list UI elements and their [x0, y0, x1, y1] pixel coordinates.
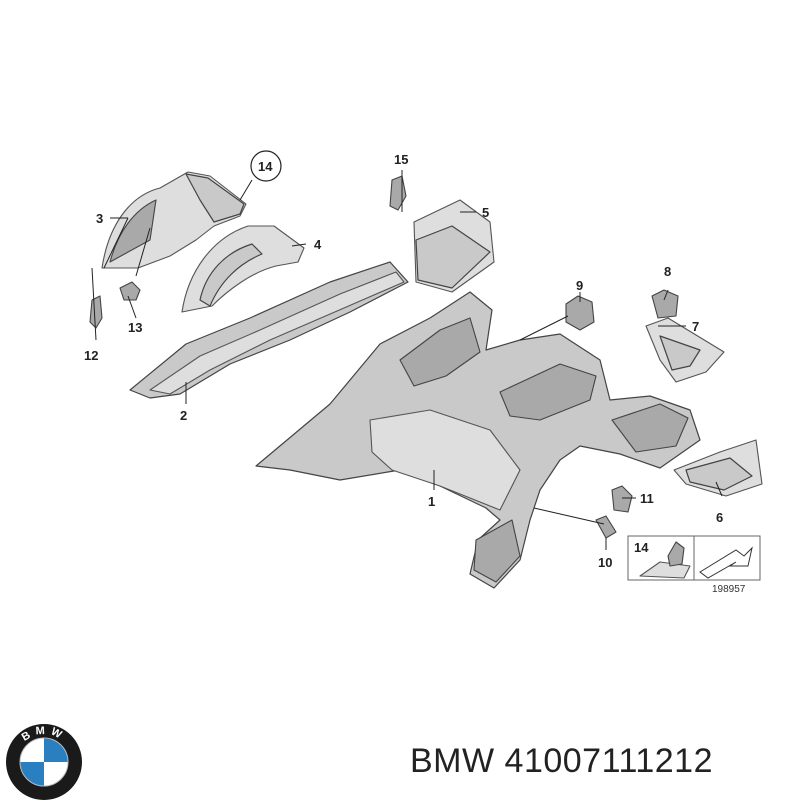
part-number-caption: BMW 41007111212	[410, 742, 713, 781]
diagram-reference-number: 198957	[712, 584, 746, 595]
part-2-longitudinal-member	[129, 261, 409, 399]
legend-box: 14 198957	[627, 535, 761, 595]
callout-11: 11	[640, 491, 654, 506]
callout-4: 4	[314, 237, 322, 252]
leader-lines	[91, 170, 723, 550]
caption-part-number: 41007111212	[504, 742, 714, 780]
callout-3: 3	[96, 211, 103, 226]
part-11-clip	[611, 485, 633, 513]
part-15-bracket	[389, 175, 407, 211]
callout-14-circle	[250, 150, 282, 182]
callout-9: 9	[576, 278, 583, 293]
callout-6: 6	[716, 510, 723, 525]
part-7-gusset	[645, 317, 725, 383]
logo-quadrant-bottom-left	[20, 762, 44, 786]
callout-13: 13	[128, 320, 142, 335]
part-8-clip	[651, 289, 679, 319]
part-12-clip	[89, 295, 103, 329]
bmw-logo: BMW	[6, 724, 82, 800]
part-10-bolt	[595, 515, 617, 539]
legend-callout-14: 14	[634, 540, 649, 555]
part-13-clip	[119, 281, 141, 301]
callout-labels: 3 14 4 13 12 2 15 5 9 8 7 1 11 6 10	[84, 150, 723, 570]
part-6-box-piece	[673, 439, 763, 497]
caption-brand: BMW	[410, 742, 495, 780]
logo-quadrant-top-right	[44, 738, 68, 762]
callout-8: 8	[664, 264, 671, 279]
part-3-wheel-arch-panel	[101, 171, 247, 269]
legend-part-14-icon	[639, 541, 691, 579]
callout-12: 12	[84, 348, 98, 363]
callout-2: 2	[180, 408, 187, 423]
callout-14: 14	[258, 159, 273, 174]
callout-7: 7	[692, 319, 699, 334]
legend-arrow-icon	[699, 546, 753, 579]
part-9-mount	[565, 295, 595, 331]
part-5-box-bracket	[413, 199, 495, 293]
part-1-subframe	[255, 291, 701, 589]
part-4-wheel-arch-liner	[181, 225, 305, 313]
callout-10: 10	[598, 555, 612, 570]
callout-15: 15	[394, 152, 408, 167]
callout-1: 1	[428, 494, 435, 509]
callout-5: 5	[482, 205, 489, 220]
